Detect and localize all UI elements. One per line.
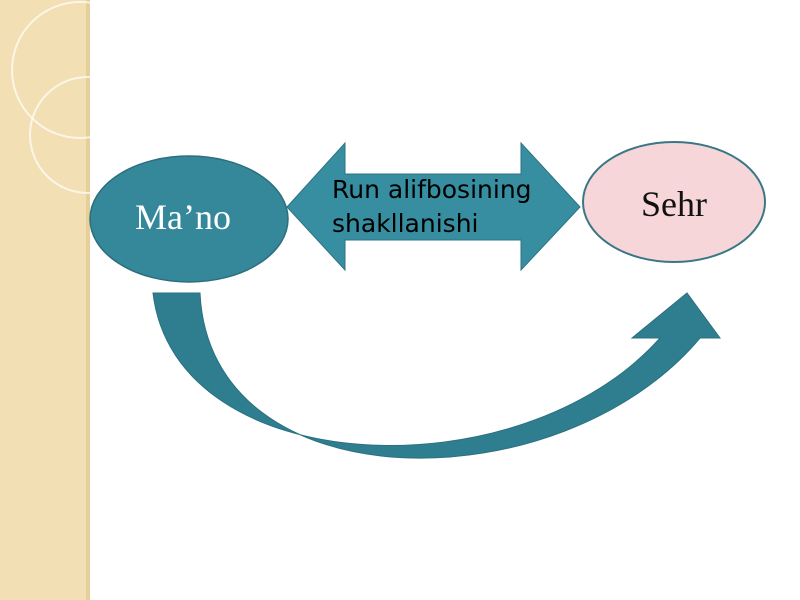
curved-arrow — [152, 292, 721, 459]
side-strip-edge — [86, 0, 90, 600]
left-node-ellipse — [89, 155, 289, 283]
double-arrow — [286, 141, 581, 272]
right-node-ellipse — [582, 141, 766, 263]
left-node-label: Ma’no — [135, 197, 231, 237]
arrow-label-line-1: Run alifbosining — [332, 175, 532, 204]
double-arrow-label: Run alifbosining shakllanishi — [332, 173, 532, 241]
right-node-label: Sehr — [641, 184, 707, 224]
decorative-side-strip — [0, 0, 90, 600]
decorative-rings — [11, 1, 149, 194]
arrow-label-line-2: shakllanishi — [332, 209, 479, 238]
